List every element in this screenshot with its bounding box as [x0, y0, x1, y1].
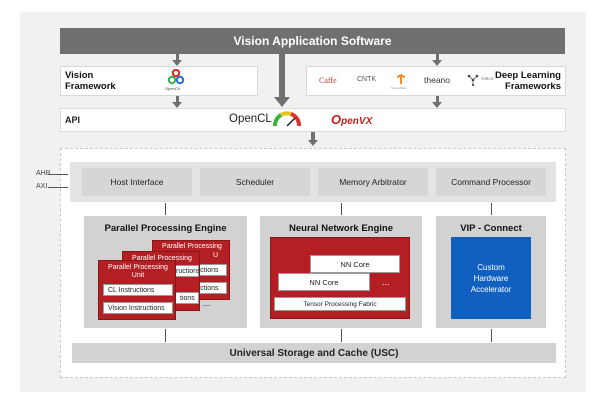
arrow-head-vision-framework: [172, 60, 182, 66]
torch-label: TORCH: [481, 77, 494, 81]
ppu-back-partial: U: [213, 252, 219, 259]
cntk-logo: CNTK: [357, 76, 377, 83]
ahb-line: [48, 174, 68, 175]
arrow-head-deep-learning: [432, 60, 442, 66]
cl-instructions-box: CL Instructions: [103, 284, 173, 296]
arrow-head-dl-to-api: [432, 102, 442, 108]
tensorflow-label: TensorFlow: [391, 86, 407, 90]
memory-arbitrator-box: Memory Arbitrator: [318, 168, 428, 196]
connector-tick: [165, 203, 166, 215]
scheduler-box: Scheduler: [200, 168, 310, 196]
opencl-logo: OpenCL: [229, 113, 272, 125]
connector-tick: [491, 329, 492, 342]
axi-label: AXI: [36, 183, 48, 190]
arrow-head-vision-to-api: [172, 102, 182, 108]
arrow-api-to-core: [311, 132, 315, 140]
deep-learning-panel: Caffe CNTK TensorFlow theano TORCH Deep …: [306, 66, 566, 96]
connector-tick: [341, 329, 342, 342]
arrow-head-api-to-core: [308, 140, 318, 146]
arrow-dl-to-api: [436, 96, 439, 102]
nn-core-back: NN Core: [310, 255, 400, 273]
caffe-logo: Caffe: [319, 76, 337, 85]
ppu-card-front: Parallel Processing Unit CL Instructions…: [98, 260, 176, 320]
command-processor-box: Command Processor: [436, 168, 546, 196]
opencl-gauge-icon: [271, 110, 303, 128]
connector-tick: [491, 203, 492, 215]
ppu-middle-instr: tions: [175, 292, 199, 304]
tensor-processing-fabric: Tensor Processing Fabric: [274, 297, 406, 311]
api-label: API: [65, 115, 81, 125]
arrow-to-deep-learning: [436, 54, 439, 60]
opencv-logo-icon: [167, 68, 185, 87]
nn-core-front: NN Core: [278, 273, 370, 291]
vision-application-software-bar: Vision Application Software: [60, 28, 565, 54]
torch-logo-icon: [467, 73, 479, 87]
ppu-back-title: Parallel Processing: [162, 243, 222, 250]
arrow-to-api: [279, 54, 285, 98]
tensorflow-logo-icon: [395, 72, 407, 84]
arrow-to-vision-framework: [176, 54, 179, 60]
deep-learning-label: Deep Learning Frameworks: [495, 70, 561, 92]
openvx-logo: OpenVX: [331, 112, 372, 127]
arrow-head-api: [274, 97, 290, 107]
vision-framework-label: Vision Framework: [65, 70, 116, 92]
custom-hardware-accelerator: Custom Hardware Accelerator: [451, 237, 531, 319]
axi-line: [48, 187, 68, 188]
universal-storage-cache-bar: Universal Storage and Cache (USC): [72, 343, 556, 363]
arrow-vision-to-api: [176, 96, 179, 102]
host-interface-box: Host Interface: [82, 168, 192, 196]
api-panel: API OpenCL OpenVX: [60, 108, 566, 132]
opencv-label: OpenCV: [165, 86, 181, 91]
nne-title: Neural Network Engine: [289, 223, 393, 234]
openvx-o: O: [331, 112, 342, 127]
ppu-front-title: Parallel Processing Unit: [108, 264, 168, 279]
connector-tick: [341, 203, 342, 215]
theano-logo: theano: [424, 75, 450, 85]
ppe-title: Parallel Processing Engine: [104, 223, 227, 234]
ppu-middle-title: Parallel Processing: [132, 255, 192, 262]
ahb-label: AHB: [36, 170, 51, 177]
connector-tick: [165, 329, 166, 342]
openvx-rest: penVX: [341, 116, 373, 127]
nne-ellipsis: ...: [382, 277, 390, 287]
vip-connect-title: VIP - Connect: [460, 223, 522, 234]
ppe-ellipsis: ...: [203, 298, 211, 308]
vision-instructions-box: Vision Instructions: [103, 302, 173, 314]
vision-framework-panel: Vision Framework OpenCV: [60, 66, 258, 96]
